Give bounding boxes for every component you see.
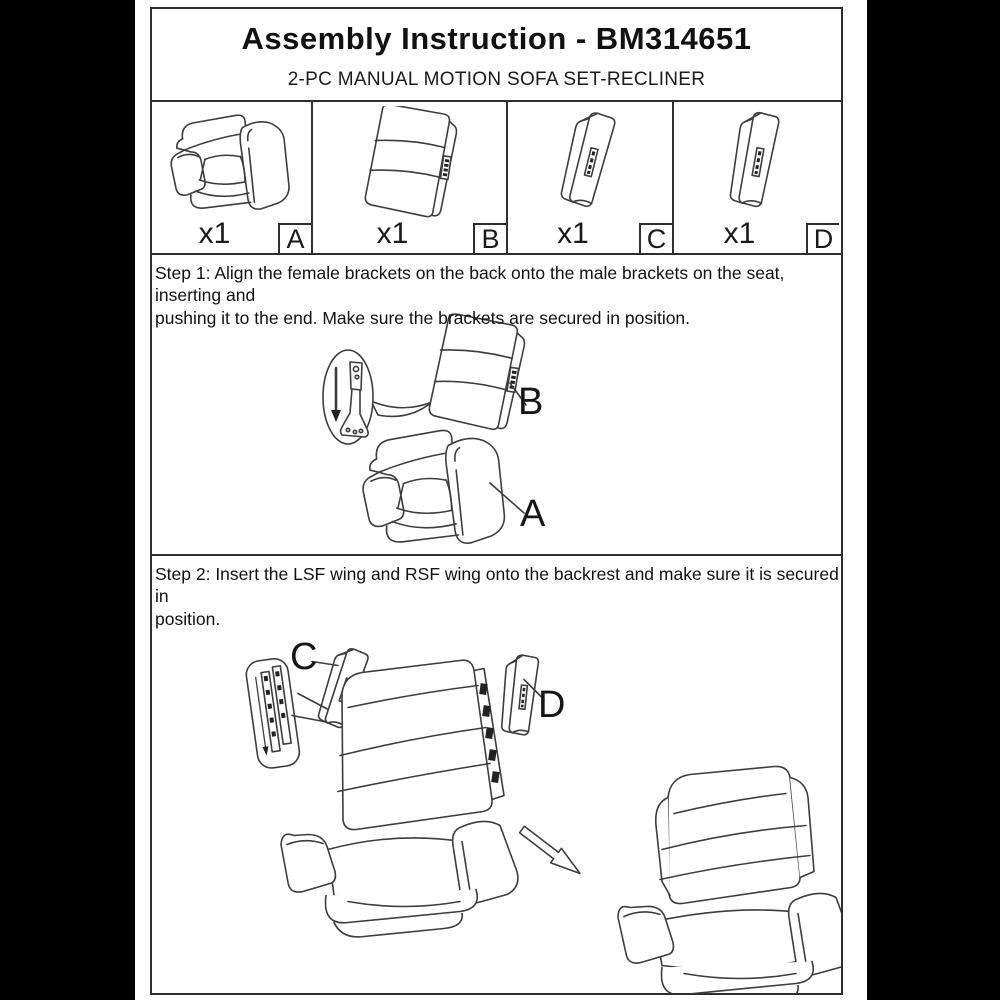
label-d-leader [524, 680, 544, 700]
part-qty-b: x1 [376, 217, 409, 250]
bracket-detail-callout [323, 350, 432, 444]
step-1-line-2: pushing it to the end. Make sure the bra… [155, 307, 691, 328]
rsf-wing-icon [707, 106, 807, 224]
document-title: Assembly Instruction - BM314651 [241, 21, 752, 56]
step2-assembled-chair [281, 660, 518, 937]
part-cell-a: x1 A [152, 102, 313, 254]
label-d: D [538, 684, 566, 726]
part-letter-c: C [639, 223, 672, 254]
parts-list: x1 A [152, 102, 841, 255]
label-a: A [520, 493, 546, 535]
label-a-leader [490, 483, 524, 513]
step-2-text: Step 2: Insert the LSF wing and RSF wing… [155, 563, 839, 630]
lsf-wing-icon [540, 106, 640, 224]
seat-base-icon [162, 106, 302, 224]
next-arrow [520, 826, 580, 873]
step-2-line-1: Step 2: Insert the LSF wing and RSF wing… [155, 564, 839, 607]
step-1-diagram [152, 255, 841, 554]
step1-backrest [428, 312, 528, 432]
step-2-section: Step 2: Insert the LSF wing and RSF wing… [152, 556, 841, 993]
rails-detail-callout [245, 657, 302, 770]
backrest-rail [474, 669, 504, 800]
label-b: B [518, 381, 544, 423]
step2-wing-d [499, 654, 539, 736]
part-qty-d: x1 [723, 217, 756, 250]
backrest-icon [335, 106, 485, 224]
label-b-leader [510, 383, 526, 405]
label-c: C [290, 636, 318, 678]
part-cell-d: x1 D [674, 102, 839, 254]
document-subtitle: 2-PC MANUAL MOTION SOFA SET-RECLINER [287, 69, 706, 90]
step1-seat [363, 430, 504, 543]
part-letter-a: A [278, 223, 311, 254]
part-letter-b: B [473, 223, 506, 254]
part-letter-d: D [806, 223, 839, 254]
step-1-line-1: Step 1: Align the female brackets on the… [155, 263, 785, 306]
step-1-text: Step 1: Align the female brackets on the… [155, 262, 839, 329]
step-1-section: Step 1: Align the female brackets on the… [152, 255, 841, 556]
label-c-leader [312, 662, 338, 666]
completed-chair [618, 766, 841, 993]
part-cell-b: x1 B [313, 102, 508, 254]
step-2-line-2: position. [155, 608, 221, 629]
document-border: Assembly Instruction - BM314651 2-PC MAN… [150, 7, 843, 995]
part-qty-c: x1 [557, 217, 589, 250]
title-section: Assembly Instruction - BM314651 2-PC MAN… [152, 9, 841, 102]
part-qty-a: x1 [198, 217, 231, 250]
part-cell-c: x1 C [508, 102, 674, 254]
document-page: Assembly Instruction - BM314651 2-PC MAN… [135, 0, 867, 1000]
step-2-diagram [152, 556, 841, 993]
